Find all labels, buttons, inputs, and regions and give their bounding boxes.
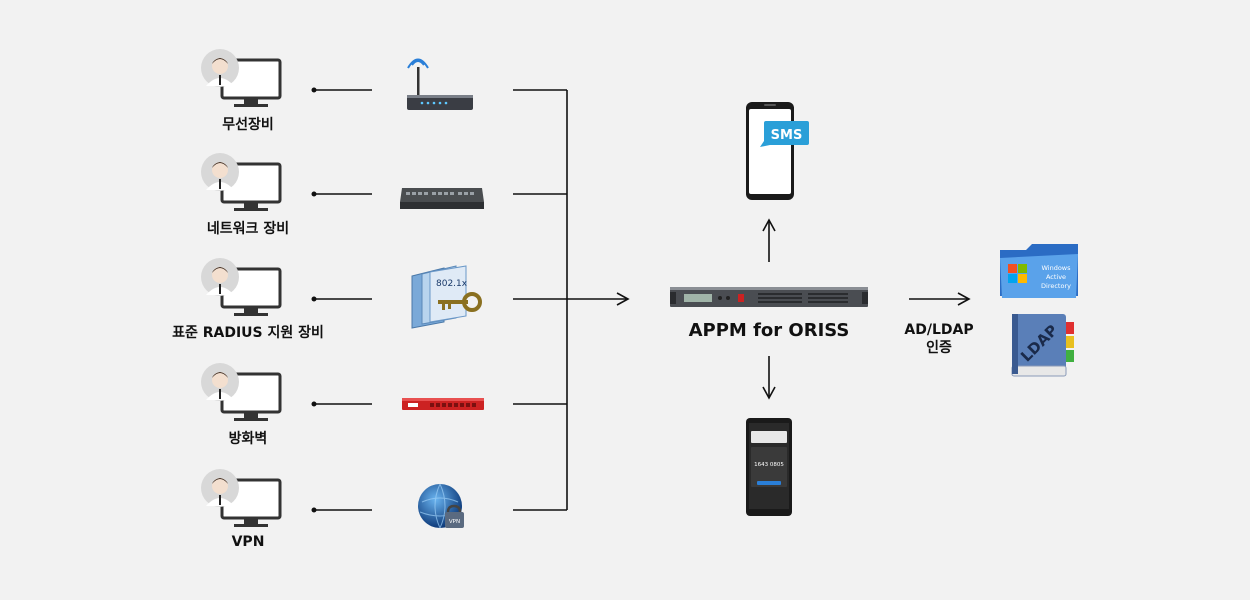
row-label: 방화벽 bbox=[228, 431, 268, 447]
wireless-router-icon bbox=[407, 58, 473, 110]
smartphone-sms-icon: SMS bbox=[746, 102, 809, 200]
row-label: 무선장비 bbox=[222, 117, 274, 133]
vpn-badge-text: VPN bbox=[449, 519, 460, 525]
user-at-monitor-icon bbox=[201, 153, 282, 211]
user-at-monitor-icon bbox=[201, 49, 282, 107]
ad-folder-line3: Directory bbox=[1041, 282, 1071, 290]
key-badge-text: 802.1x bbox=[436, 279, 468, 289]
user-device-link-5 bbox=[311, 507, 372, 513]
sms-badge-text: SMS bbox=[771, 128, 803, 143]
ldap-book-icon: LDAP bbox=[1011, 314, 1074, 377]
network-switch-icon bbox=[400, 188, 484, 209]
auth-label-line2: 인증 bbox=[926, 340, 952, 356]
rack-server-icon bbox=[670, 287, 868, 307]
windows-ad-folder-icon: Windows Active Directory bbox=[1000, 244, 1078, 298]
auth-label: AD/LDAP 인증 bbox=[889, 321, 989, 357]
user-at-monitor-icon bbox=[201, 363, 282, 421]
user-at-monitor-icon bbox=[201, 258, 282, 316]
user-device-link-1 bbox=[311, 87, 372, 93]
802-1x-key-icon: 802.1x bbox=[411, 265, 482, 329]
vpn-globe-icon: VPN bbox=[418, 483, 464, 529]
ad-folder-line2: Active bbox=[1046, 273, 1066, 281]
user-at-monitor-icon bbox=[201, 469, 282, 527]
device-bus bbox=[513, 89, 568, 511]
user-device-link-4 bbox=[311, 401, 372, 407]
auth-label-line1: AD/LDAP bbox=[904, 322, 974, 338]
user-device-link-2 bbox=[311, 191, 372, 197]
ad-folder-line1: Windows bbox=[1041, 264, 1071, 272]
server-label: APPM for ORISS bbox=[688, 320, 850, 341]
firewall-appliance-icon bbox=[402, 398, 484, 410]
otp-code-text: 1643 0805 bbox=[754, 462, 784, 468]
row-label: VPN bbox=[231, 534, 265, 550]
user-device-link-3 bbox=[311, 296, 372, 302]
smartphone-otp-icon: 1643 0805 bbox=[746, 418, 792, 516]
row-label: 표준 RADIUS 지원 장비 bbox=[172, 325, 324, 341]
row-label: 네트워크 장비 bbox=[206, 221, 290, 237]
